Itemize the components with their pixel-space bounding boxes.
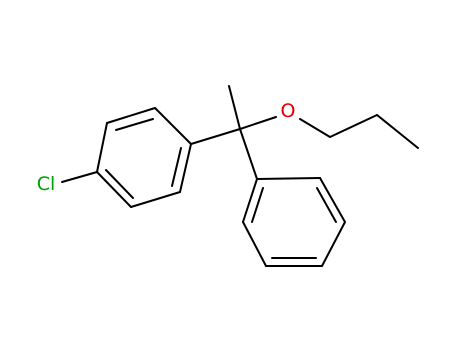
bond-c4-c5 <box>179 143 192 193</box>
bond-propyl-c2-c3 <box>376 114 419 149</box>
bond-p6-p1 <box>242 178 258 223</box>
bond-c2-c3 <box>106 107 156 124</box>
bond-p2-p3 <box>319 177 346 223</box>
bond-p5-p6 <box>242 221 267 267</box>
chlorophenyl-ring <box>96 107 192 208</box>
double-bond-inner-c2-c3 <box>115 118 154 131</box>
double-bond-inner-c6-c1 <box>105 169 134 199</box>
bond-c1-c2 <box>96 122 108 173</box>
bond-c6-c1 <box>96 171 132 208</box>
bond-central-oxygen <box>239 116 277 130</box>
oxygen-atom-label: O <box>281 100 296 122</box>
bond-central-methyl <box>228 85 241 130</box>
bond-ring-central-carbon <box>190 128 241 145</box>
bond-p1-p2 <box>256 177 321 180</box>
double-bond-inner-p2-p3 <box>316 187 337 223</box>
bond-c5-c6 <box>130 191 181 208</box>
bond-oxygen-c1 <box>299 118 331 138</box>
double-bond-inner-p6-p1 <box>251 187 264 223</box>
chlorine-atom-label: Cl <box>37 173 56 195</box>
bond-propyl-c1-c2 <box>329 114 378 138</box>
propyl-chain <box>299 114 419 149</box>
bond-c3-c4 <box>154 107 192 145</box>
phenyl-ring <box>242 177 346 267</box>
bond-c1-cl <box>61 171 98 183</box>
bond-central-phenyl <box>239 128 258 180</box>
bond-p3-p4 <box>321 221 346 267</box>
double-bond-inner-c4-c5 <box>171 147 182 187</box>
